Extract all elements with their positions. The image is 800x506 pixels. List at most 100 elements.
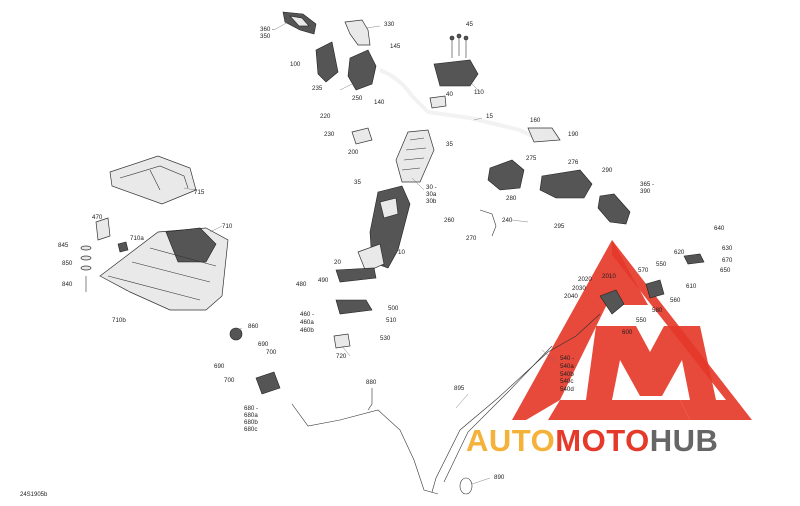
grommet-part <box>229 327 243 341</box>
boot-part <box>357 243 385 273</box>
callout-label: 690 <box>258 341 269 348</box>
clamp-part <box>429 95 447 109</box>
callout-label: 700 <box>224 377 235 384</box>
callout-label: 880 <box>366 379 377 386</box>
callout-label: 30 - <box>426 184 437 191</box>
callout-label: 550 <box>636 317 647 324</box>
callout-label: 710b <box>112 317 126 324</box>
callout-label: 30a <box>426 191 437 198</box>
callout-label: 280 <box>506 195 517 202</box>
callout-label: 490 <box>318 277 329 284</box>
column-cover-part <box>395 129 435 183</box>
actuator-part <box>645 279 665 299</box>
callout-label: 10 <box>398 249 405 256</box>
callout-label: 350 <box>260 33 271 40</box>
callout-label: 850 <box>62 260 73 267</box>
bracket-part <box>255 371 281 395</box>
callout-label: 540c <box>560 378 573 385</box>
callout-label: 670 <box>722 257 733 264</box>
callout-label: 295 <box>554 223 565 230</box>
callout-label: 895 <box>454 385 465 392</box>
callout-label: 845 <box>58 242 69 249</box>
callout-label: 715 <box>194 189 205 196</box>
callout-label: 360 - <box>260 26 274 33</box>
actuator-part <box>599 289 625 315</box>
logo-text-hub: HUB <box>650 423 719 458</box>
callout-label: 190 <box>568 131 579 138</box>
callouts: 360 - 350 330 45 145 100 235 250 140 110… <box>58 21 733 481</box>
callout-label: 610 <box>686 283 697 290</box>
callout-label: 530 <box>380 335 391 342</box>
svg-text:AUTOMOTOHUB: AUTOMOTOHUB <box>466 423 718 458</box>
callout-label: 220 <box>320 113 331 120</box>
throttle-cable <box>431 313 601 493</box>
callout-label: 276 <box>568 159 579 166</box>
callout-label: 45 <box>466 21 473 28</box>
callout-label: 840 <box>62 281 73 288</box>
leader-lines <box>183 21 557 485</box>
callout-label: 570 <box>638 267 649 274</box>
callout-label: 630 <box>722 245 733 252</box>
screw-group <box>449 33 469 58</box>
callout-label: 140 <box>374 99 385 106</box>
logo-text-moto: MOTO <box>555 423 649 458</box>
callout-label: 680 - <box>244 405 258 412</box>
callout-label: 480 <box>296 281 307 288</box>
clip-part <box>333 333 351 349</box>
bracket-part <box>95 217 111 241</box>
housing-part <box>347 49 377 91</box>
grip-part <box>282 11 317 35</box>
callout-label: 235 <box>312 85 323 92</box>
callout-label: 240 <box>502 217 513 224</box>
clamp-part <box>351 127 373 145</box>
callout-label: 620 <box>674 249 685 256</box>
callout-label: 40 <box>446 91 453 98</box>
callout-label: 35 <box>354 179 361 186</box>
callout-label: 690 <box>214 363 225 370</box>
callout-label: 390 <box>640 188 651 195</box>
callout-label: 860 <box>248 323 259 330</box>
cover-part <box>433 59 479 87</box>
callout-label: 200 <box>348 149 359 156</box>
handlebar-inner <box>379 68 541 142</box>
callout-label: 650 <box>720 267 731 274</box>
bracket-part <box>527 127 561 143</box>
callout-label: 700 <box>266 349 277 356</box>
callout-label: 330 <box>384 21 395 28</box>
diagram-code: 24S1905b <box>20 492 48 498</box>
callout-label: 2010 <box>602 273 616 280</box>
callout-label: 550 <box>656 261 667 268</box>
callout-label: 470 <box>92 214 103 221</box>
bracket-part <box>344 19 371 46</box>
cover-part <box>487 159 525 191</box>
callout-label: 2030 <box>572 285 586 292</box>
parts <box>80 11 705 495</box>
callout-label: 710 <box>222 223 233 230</box>
clamp-part <box>367 388 373 411</box>
callout-label: 560 <box>670 297 681 304</box>
lever-part <box>479 209 497 237</box>
callout-label: 540 - <box>560 355 574 362</box>
brake-cable <box>291 403 439 495</box>
callout-label: 15 <box>486 113 493 120</box>
callout-label: 100 <box>290 61 301 68</box>
clip-part <box>117 241 129 253</box>
callout-label: 2040 <box>564 293 578 300</box>
callout-label: 145 <box>390 43 401 50</box>
callout-label: 2020 <box>578 276 592 283</box>
callout-label: 680c <box>244 426 257 433</box>
cable-tie-part <box>459 477 473 495</box>
logo-wordmark: AUTOMOTOHUB <box>466 423 718 458</box>
callout-label: 720 <box>336 353 347 360</box>
callout-label: 20 <box>334 259 341 266</box>
guide-part <box>335 267 377 283</box>
rail-part <box>335 299 373 315</box>
callout-label: 600 <box>622 329 633 336</box>
callout-label: 270 <box>466 235 477 242</box>
callout-label: 890 <box>494 474 505 481</box>
callout-label: 580 <box>652 307 663 314</box>
callout-label: 510 <box>386 317 397 324</box>
callout-label: 30b <box>426 198 437 205</box>
